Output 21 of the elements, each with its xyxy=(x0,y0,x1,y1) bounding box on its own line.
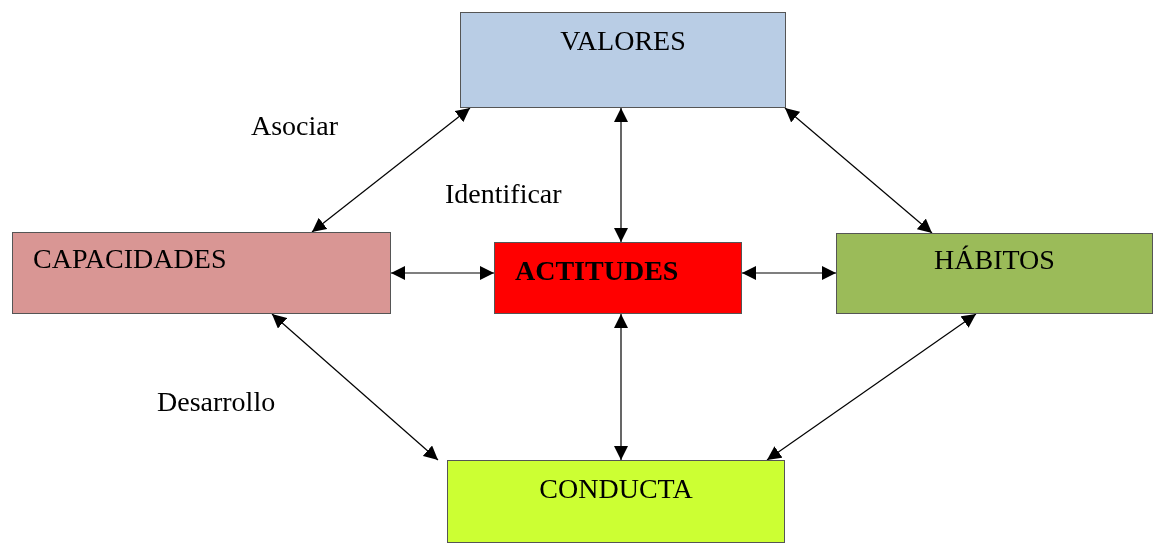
box-label: VALORES xyxy=(560,25,686,57)
double-arrow xyxy=(614,313,628,461)
double-arrow xyxy=(390,266,495,280)
concept-box xyxy=(836,233,1153,314)
concept-box xyxy=(494,242,742,314)
double-arrow xyxy=(741,266,837,280)
double-arrow xyxy=(614,107,628,243)
box-label: CAPACIDADES xyxy=(33,243,227,275)
box-label: ACTITUDES xyxy=(515,255,679,287)
relation-label: Identificar xyxy=(445,178,562,210)
concept-box xyxy=(447,460,785,543)
relation-label: Asociar xyxy=(251,110,339,142)
relation-label: Desarrollo xyxy=(157,386,276,418)
double-arrow xyxy=(271,313,439,461)
double-arrow xyxy=(766,313,977,461)
concept-box xyxy=(460,12,786,108)
box-label: CONDUCTA xyxy=(539,473,693,505)
double-arrow xyxy=(784,107,933,234)
box-label: HÁBITOS xyxy=(934,244,1055,276)
concept-box xyxy=(12,232,391,314)
double-arrow xyxy=(311,107,471,233)
